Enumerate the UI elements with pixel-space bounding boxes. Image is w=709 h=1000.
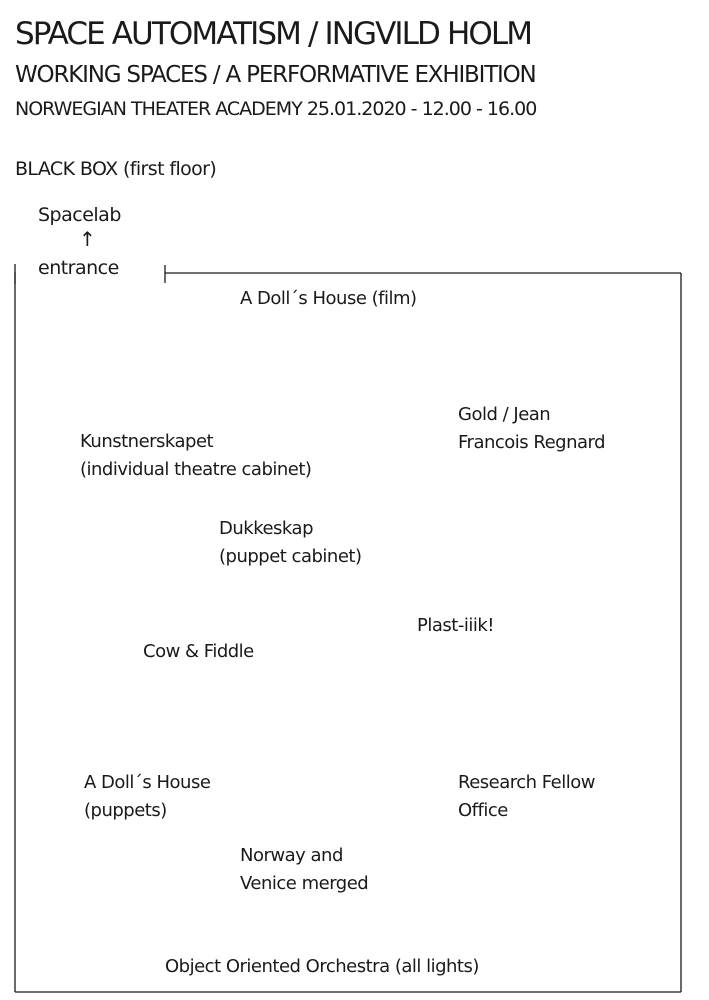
station-plast: Plast-iiik! [417, 615, 494, 636]
station-dolls-house-puppets: A Doll´s House (puppets) [84, 769, 211, 825]
station-norway-venice-line-1: Norway and [240, 845, 343, 866]
spacelab-label: Spacelab [38, 204, 121, 226]
station-dolls-house-puppets-line-1: A Doll´s House [84, 772, 211, 793]
venue-label: BLACK BOX (first floor) [15, 158, 217, 180]
station-dukkeskap-line-2: (puppet cabinet) [219, 546, 362, 567]
station-dolls-house-puppets-line-2: (puppets) [84, 800, 167, 821]
station-norway-venice: Norway and Venice merged [240, 842, 369, 898]
station-kunstnerskapet: Kunstnerskapet (individual theatre cabin… [80, 428, 312, 484]
station-gold-line-1: Gold / Jean [458, 404, 551, 425]
station-gold-line-2: Francois Regnard [458, 432, 606, 453]
page-title: SPACE AUTOMATISM / INGVILD HOLM [15, 16, 533, 52]
station-research-fellow-line-2: Office [458, 800, 508, 821]
station-gold: Gold / Jean Francois Regnard [458, 401, 606, 457]
station-research-fellow: Research Fellow Office [458, 769, 595, 825]
station-orchestra: Object Oriented Orchestra (all lights) [165, 956, 479, 977]
arrow-up-icon: ↑ [79, 227, 96, 251]
station-norway-venice-line-2: Venice merged [240, 873, 369, 894]
station-research-fellow-line-1: Research Fellow [458, 772, 595, 793]
station-dukkeskap: Dukkeskap (puppet cabinet) [219, 515, 362, 571]
exhibition-subtitle: WORKING SPACES / A PERFORMATIVE EXHIBITI… [15, 62, 537, 88]
station-dolls-house-film: A Doll´s House (film) [240, 288, 417, 309]
event-details: NORWEGIAN THEATER ACADEMY 25.01.2020 - 1… [15, 98, 537, 120]
station-kunstnerskapet-line-2: (individual theatre cabinet) [80, 459, 312, 480]
station-dukkeskap-line-1: Dukkeskap [219, 518, 314, 539]
station-cow-fiddle: Cow & Fiddle [143, 641, 254, 662]
station-kunstnerskapet-line-1: Kunstnerskapet [80, 431, 214, 452]
entrance-label: entrance [38, 257, 119, 279]
